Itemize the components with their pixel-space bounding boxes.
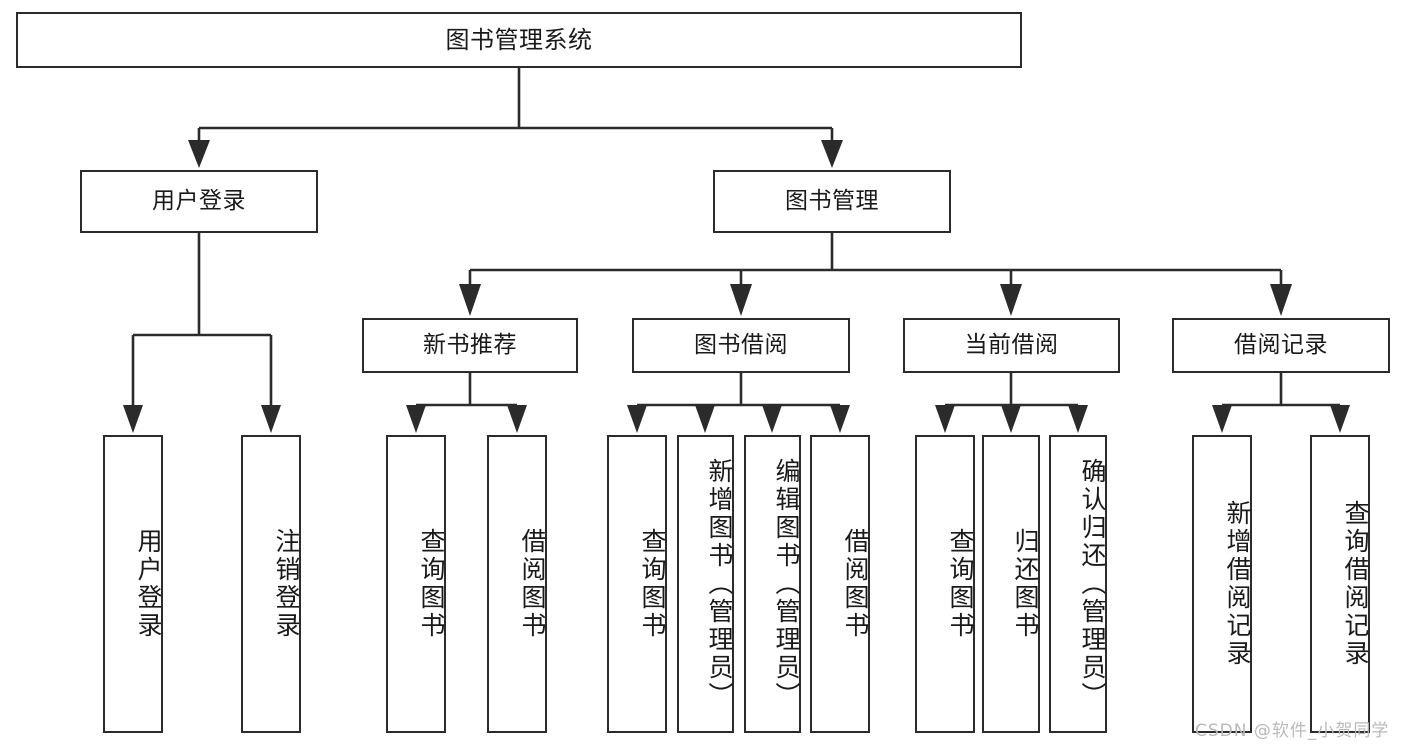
node-new-book-rec[interactable]: 新书推荐 (362, 318, 578, 373)
node-new-book-rec-label: 新书推荐 (423, 331, 517, 358)
arrowhead-leaf-rec-query (406, 405, 426, 433)
arrowhead-borrow-record (1270, 284, 1292, 316)
arrowhead-current-borrow (1000, 284, 1022, 316)
leaf-current-return-label: 归还图书 (1011, 528, 1040, 640)
arrowhead-user-login (188, 140, 210, 168)
arrowhead-leaf-record-add (1212, 405, 1232, 433)
arrowhead-leaf-user-logout (261, 405, 281, 433)
arrowhead-leaf-current-query (935, 405, 955, 433)
leaf-rec-borrow[interactable]: 借阅图书 (487, 435, 547, 733)
node-user-login[interactable]: 用户登录 (80, 170, 318, 233)
node-book-manage-label: 图书管理 (785, 187, 879, 214)
leaf-record-query[interactable]: 查询借阅记录 (1310, 435, 1370, 733)
leaf-borrow-query[interactable]: 查询图书 (607, 435, 667, 733)
arrowhead-leaf-borrow-add (695, 405, 715, 433)
leaf-record-add-label: 新增借阅记录 (1223, 500, 1252, 668)
arrowhead-leaf-borrow-edit (762, 405, 782, 433)
node-borrow-record[interactable]: 借阅记录 (1172, 318, 1390, 373)
node-user-login-label: 用户登录 (152, 187, 246, 214)
node-root-label: 图书管理系统 (445, 25, 593, 54)
arrowhead-book-manage (821, 140, 843, 168)
node-root[interactable]: 图书管理系统 (16, 12, 1022, 68)
arrowhead-leaf-current-return (1001, 405, 1021, 433)
arrowhead-leaf-user-login (123, 405, 143, 433)
arrowhead-leaf-borrow-query (627, 405, 647, 433)
node-book-borrow-label: 图书借阅 (694, 331, 788, 358)
node-current-borrow[interactable]: 当前借阅 (903, 318, 1120, 373)
leaf-user-logout[interactable]: 注销登录 (241, 435, 301, 733)
node-borrow-record-label: 借阅记录 (1234, 331, 1328, 358)
leaf-borrow-lend[interactable]: 借阅图书 (810, 435, 870, 733)
leaf-user-logout-label: 注销登录 (272, 528, 301, 640)
leaf-rec-borrow-label: 借阅图书 (518, 528, 547, 640)
node-current-borrow-label: 当前借阅 (964, 331, 1059, 358)
arrowhead-leaf-borrow-lend (830, 405, 850, 433)
leaf-borrow-edit[interactable]: 编辑图书（管理员） (744, 435, 801, 733)
leaf-record-add[interactable]: 新增借阅记录 (1192, 435, 1252, 733)
arrowhead-book-borrow (730, 284, 752, 316)
leaf-current-confirm-label: 确认归还（管理员） (1078, 458, 1107, 710)
leaf-borrow-lend-label: 借阅图书 (841, 528, 870, 640)
csdn-watermark: CSDN @软件_小贺同学 (1195, 721, 1390, 741)
leaf-user-login[interactable]: 用户登录 (103, 435, 163, 733)
leaf-borrow-query-label: 查询图书 (638, 528, 667, 640)
leaf-user-login-label: 用户登录 (134, 528, 163, 640)
leaf-borrow-add[interactable]: 新增图书（管理员） (677, 435, 734, 733)
leaf-borrow-edit-label: 编辑图书（管理员） (772, 458, 801, 710)
node-book-borrow[interactable]: 图书借阅 (632, 318, 850, 373)
leaf-current-query[interactable]: 查询图书 (915, 435, 975, 733)
leaf-current-query-label: 查询图书 (946, 528, 975, 640)
leaf-current-return[interactable]: 归还图书 (982, 435, 1040, 733)
arrowhead-new-book-rec (459, 284, 481, 316)
arrowhead-leaf-record-query (1330, 405, 1350, 433)
leaf-rec-query[interactable]: 查询图书 (386, 435, 446, 733)
leaf-current-confirm[interactable]: 确认归还（管理员） (1049, 435, 1107, 733)
node-book-manage[interactable]: 图书管理 (713, 170, 951, 233)
leaf-rec-query-label: 查询图书 (417, 528, 446, 640)
leaf-record-query-label: 查询借阅记录 (1341, 500, 1370, 668)
arrowhead-leaf-current-confirm (1068, 405, 1088, 433)
arrowhead-leaf-rec-borrow (507, 405, 527, 433)
leaf-borrow-add-label: 新增图书（管理员） (705, 458, 734, 710)
